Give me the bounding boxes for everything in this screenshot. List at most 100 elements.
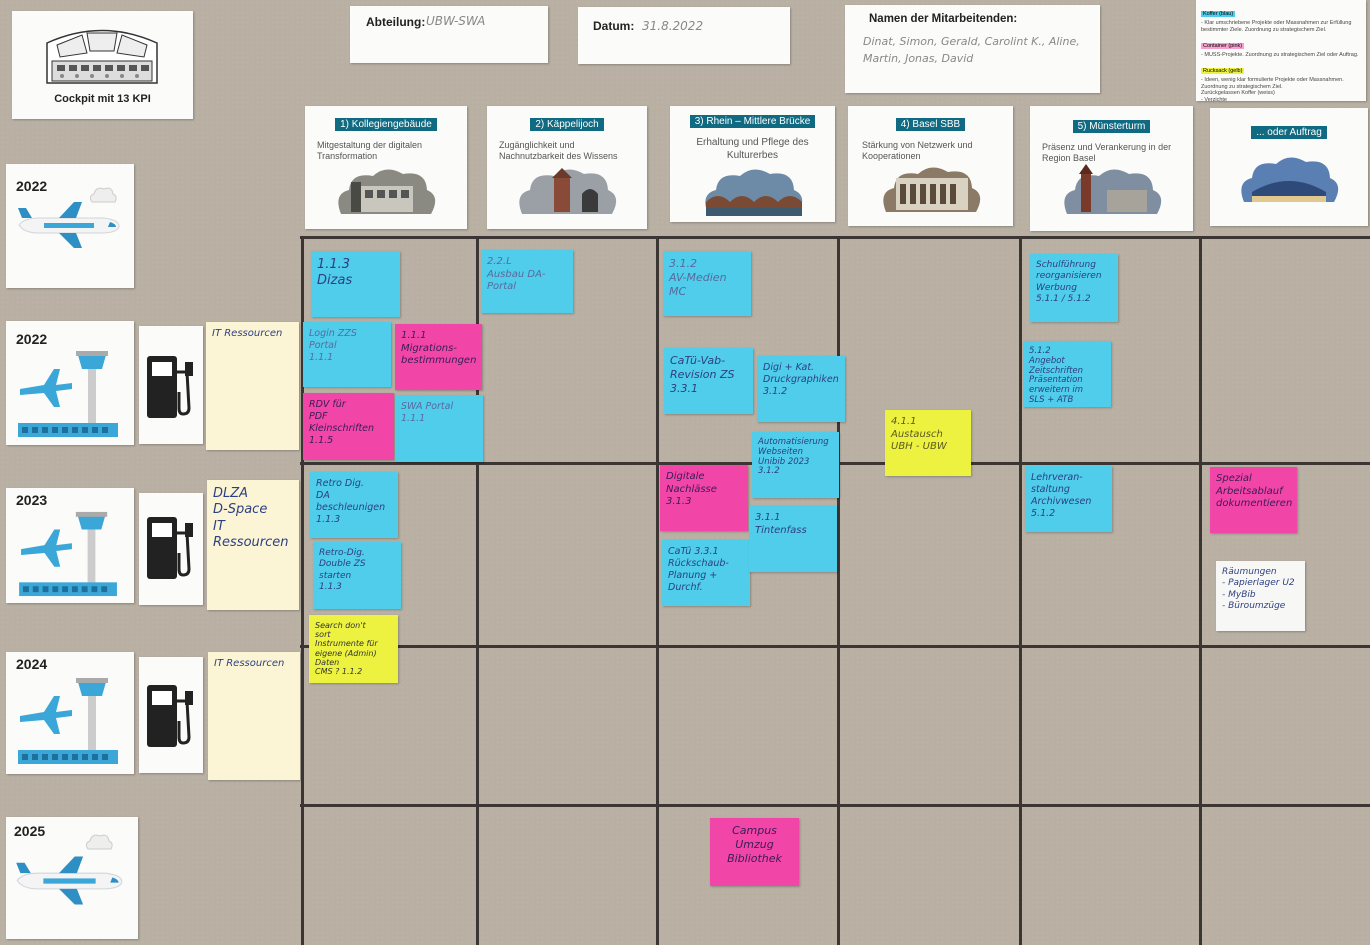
category-tag-6: ... oder Auftrag <box>1251 126 1327 139</box>
year-label: 2023 <box>16 492 48 508</box>
sticky-note: 5.1.2 Angebot Zeitschriften Präsentation… <box>1023 341 1111 407</box>
sticky-note: 1.1.3 Dizas <box>311 251 400 317</box>
grid-line <box>301 236 304 945</box>
fuel-card-2024 <box>139 657 203 773</box>
category-desc-4: Stärkung von Netzwerk und Kooperationen <box>862 140 973 162</box>
sticky-note: CaTü 3.3.1 Rückschaub- Planung + Durchf. <box>662 540 750 606</box>
namen-value: Dinat, Simon, Gerald, Carolint K., Aline… <box>863 35 1080 66</box>
building-image-4 <box>882 167 980 212</box>
building-image-6 <box>1241 157 1339 202</box>
building-image-3 <box>704 169 802 216</box>
legend-container-text: - MUSS-Projekte. Zuordnung zu strategisc… <box>1201 51 1359 58</box>
year-card-2024: 2024 <box>6 652 134 774</box>
sticky-note: 2.2.L Ausbau DA- Portal <box>481 250 573 313</box>
category-card-3: 3) Rhein – Mittlere Brücke Erhaltung und… <box>670 106 835 222</box>
category-tag-3: 3) Rhein – Mittlere Brücke <box>689 115 816 128</box>
sticky-note: Login ZZS Portal 1.1.1 <box>303 322 391 387</box>
fuel-pump-icon <box>147 517 193 579</box>
airport-tower-icon <box>19 511 117 597</box>
cloud-icon <box>89 187 117 203</box>
year-card-2022: 2022 <box>6 321 134 445</box>
cockpit-label: Cockpit mit 13 KPI <box>54 93 151 105</box>
airplane-icon <box>16 856 123 905</box>
fuel-card-2023 <box>139 493 203 605</box>
sticky-note: CaTü-Vab- Revision ZS 3.3.1 <box>664 348 753 414</box>
abteilung-label: Abteilung: <box>366 15 426 29</box>
category-desc-5: Präsenz und Verankerung in der Region Ba… <box>1042 142 1172 164</box>
category-tag-5: 5) Münsterturm <box>1072 120 1151 133</box>
year-label: 2025 <box>14 823 46 839</box>
fuel-pump-icon <box>147 685 193 747</box>
grid-line <box>1199 236 1202 945</box>
abteilung-card: Abteilung: UBW-SWA <box>350 6 548 63</box>
sticky-note: Automatisierung Webseiten Unibib 2023 3.… <box>752 432 839 498</box>
abteilung-value: UBW-SWA <box>426 14 486 28</box>
legend-zurueck-text: Zurückgelassen Koffer (weiss) <box>1201 90 1275 97</box>
datum-value: 31.8.2022 <box>642 19 704 33</box>
legend-koffer-text: - Klar umschriebene Projekte oder Massna… <box>1201 20 1352 33</box>
legend-card: Koffer (blau) - Klar umschriebene Projek… <box>1196 0 1366 104</box>
sticky-note: Räumungen - Papierlager U2 - MyBib - Bür… <box>1216 561 1305 631</box>
sticky-note: Spezial Arbeitsablauf dokumentieren <box>1210 467 1297 533</box>
namen-card: Namen der Mitarbeitenden: Dinat, Simon, … <box>845 5 1100 93</box>
cloud-icon <box>85 834 113 850</box>
legend-rucksack-text: - Ideen, wenig klar formulierte Projekte… <box>1201 76 1344 90</box>
category-card-2: 2) Käppelijoch Zugänglichkeit und Nachnu… <box>487 106 647 229</box>
resource-note-2023: DLZA D-Space IT Ressourcen <box>207 480 299 610</box>
grid-line <box>837 236 840 945</box>
category-card-6: ... oder Auftrag <box>1210 108 1368 226</box>
building-image-1 <box>338 169 436 214</box>
sticky-note: 4.1.1 Austausch UBH - UBW <box>885 410 971 476</box>
datum-card: Datum: 31.8.2022 <box>578 7 790 64</box>
sticky-note: Schulführung reorganisieren Werbung 5.1.… <box>1030 254 1118 322</box>
airplane-icon <box>18 202 120 248</box>
building-image-5 <box>1063 164 1161 214</box>
year-label: 2022 <box>16 178 48 194</box>
sticky-note: Digi + Kat. Druckgraphiken 3.1.2 <box>757 356 845 422</box>
category-card-5: 5) Münsterturm Präsenz und Verankerung i… <box>1030 106 1193 231</box>
sticky-note: SWA Portal 1.1.1 <box>395 395 483 462</box>
grid-line <box>656 236 659 945</box>
fuel-card-2022 <box>139 326 203 444</box>
airport-tower-icon <box>18 351 118 437</box>
year-card-2023: 2023 <box>6 488 134 603</box>
grid-line <box>300 645 1370 648</box>
year-label: 2024 <box>16 656 48 672</box>
datum-label: Datum: <box>593 19 635 33</box>
category-card-4: 4) Basel SBB Stärkung von Netzwerk und K… <box>848 106 1013 226</box>
sticky-note: 3.1.2 AV-Medien MC <box>663 251 751 316</box>
cockpit-illustration <box>46 29 158 84</box>
sticky-note: RDV für PDF Kleinschriften 1.1.5 <box>303 393 394 460</box>
category-desc-2: Zugänglichkeit und Nachnutzbarkeit des W… <box>499 140 618 162</box>
legend-verzicht-text: - Verzichte <box>1201 97 1227 104</box>
building-image-2 <box>519 168 617 214</box>
sticky-note: Search don't sort Instrumente für eigene… <box>309 615 398 683</box>
year-label: 2022 <box>16 331 48 347</box>
grid-line <box>300 236 1370 239</box>
category-card-1: 1) Kollegiengebäude Mitgestaltung der di… <box>305 106 467 229</box>
category-tag-4: 4) Basel SBB <box>895 118 966 131</box>
resource-note-2022: IT Ressourcen <box>206 322 299 450</box>
airport-tower-icon <box>18 678 118 764</box>
category-tag-2: 2) Käppelijoch <box>530 118 604 131</box>
year-card-2025: 2025 <box>6 817 138 939</box>
category-tag-1: 1) Kollegiengebäude <box>335 118 437 131</box>
grid-line <box>300 804 1370 807</box>
grid-line <box>1019 236 1022 945</box>
sticky-note: Retro Dig. DA beschleunigen 1.1.3 <box>310 472 398 538</box>
sticky-note: Digitale Nachlässe 3.1.3 <box>660 465 748 531</box>
sticky-note: 3.1.1 Tintenfass <box>749 506 837 572</box>
category-desc-3: Erhaltung und Pflege des Kulturerbes <box>696 137 809 161</box>
fuel-pump-icon <box>147 356 193 418</box>
resource-note-2024: IT Ressourcen <box>208 652 300 780</box>
sticky-note: Retro-Dig. Double ZS starten 1.1.3 <box>313 542 401 609</box>
category-desc-1: Mitgestaltung der digitalen Transformati… <box>317 140 423 162</box>
sticky-note: Lehrveran- staltung Archivwesen 5.1.2 <box>1025 466 1112 532</box>
sticky-note: Campus Umzug Bibliothek <box>710 818 799 886</box>
legend-koffer-tag: Koffer (blau) <box>1201 11 1236 17</box>
grid-line <box>476 236 479 945</box>
legend-rucksack-tag: Rucksack (gelb) <box>1201 67 1245 74</box>
namen-label: Namen der Mitarbeitenden: <box>869 13 1018 25</box>
year-card-2022-top: 2022 <box>6 164 134 288</box>
legend-container-tag: Container (pink) <box>1201 42 1245 49</box>
